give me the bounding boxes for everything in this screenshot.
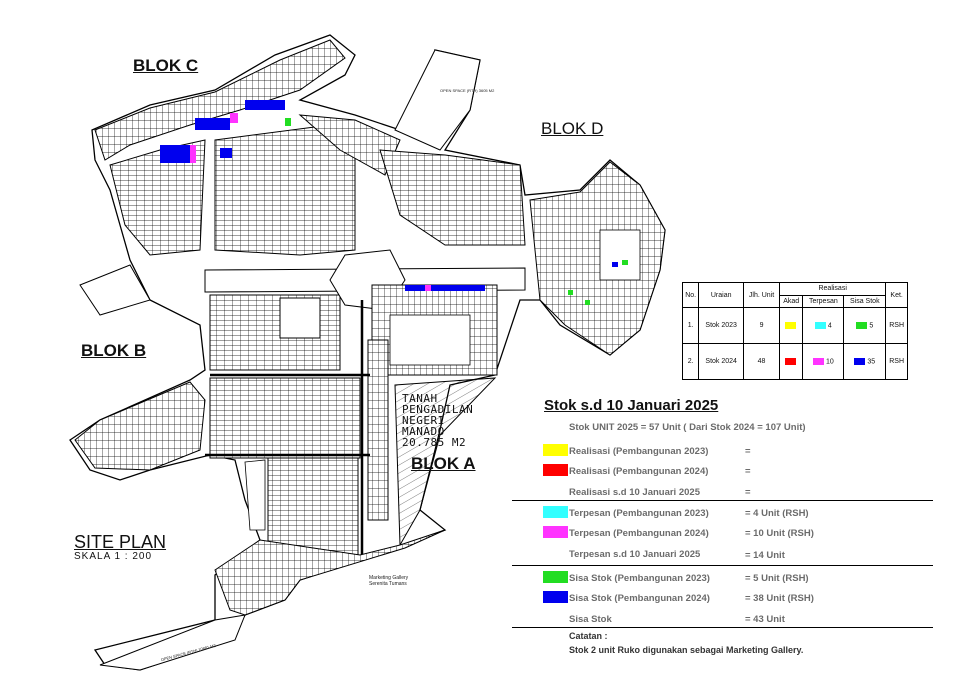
tanah-pengadilan-label: TANAH PENGADILAN NEGERI MANADO 20.785 M2 [402,393,492,448]
cell-no: 2. [681,343,700,380]
terpesan-2023-label: Terpesan (Pembangunan 2023) [569,508,709,519]
cell-uraian: Stok 2023 [698,307,744,344]
site-plan-scale: SKALA 1 : 200 [74,551,153,562]
realisasi-2024-value: = [745,466,751,477]
label-blok-a: BLOK A [411,454,476,473]
stok-unit-text: Stok UNIT 2025 = 57 Unit ( Dari Stok 202… [569,422,806,433]
tanah-line: MANADO [402,425,445,438]
cyan-swatch [543,506,568,518]
yellow-swatch [784,321,796,329]
col-uraian: Uraian [698,282,744,308]
col-ket: Ket. [885,282,908,308]
divider [512,565,933,566]
sisa-2024-label: Sisa Stok (Pembangunan 2024) [569,593,710,604]
terpesan-value: 10 [825,358,834,366]
col-sisa: Sisa Stok [843,294,887,308]
open-space-top-label: OPEN SPACE (RTH) 3605 M2 [440,88,495,93]
cell-jml: 9 [742,307,781,344]
terpesan-2023-value: = 4 Unit (RSH) [745,508,809,519]
stock-summary-title: Stok s.d 10 Januari 2025 [544,397,719,414]
catatan-text: Stok 2 unit Ruko digunakan sebagai Marke… [569,645,804,655]
terpesan-total-label: Terpesan s.d 10 Januari 2025 [569,549,701,560]
yellow-swatch [543,444,568,456]
label-blok-c: BLOK C [133,56,199,75]
realisasi-total-value: = [745,487,751,498]
realisasi-2023-label: Realisasi (Pembangunan 2023) [569,446,709,457]
magenta-swatch [812,357,824,365]
blue-swatch [543,591,568,603]
cell-terpesan: 10 [802,343,845,380]
catatan-label: Catatan : [569,631,608,641]
realisasi-2024-label: Realisasi (Pembangunan 2024) [569,466,709,477]
tanah-line: TANAH [402,392,438,405]
cell-uraian: Stok 2024 [698,343,744,380]
green-swatch [856,321,868,329]
terpesan-2024-value: = 10 Unit (RSH) [745,528,814,539]
divider [512,627,933,628]
terpesan-total-value: = 14 Unit [745,550,785,561]
green-swatch [543,571,568,583]
cell-ket: RSH [885,343,908,380]
cell-no: 1. [681,307,700,344]
divider [512,500,933,501]
realisasi-2023-value: = [745,446,751,457]
stock-legend-table: No. Uraian Jlh. Unit Realisasi Ket. Akad… [681,282,908,380]
col-jml: Jlh. Unit [742,282,781,308]
table-row: 2. Stok 2024 48 10 35 RSH [681,343,908,380]
site-plan-title: SITE PLAN [74,532,167,552]
blok-c-lots [94,39,401,256]
realisasi-total-label: Realisasi s.d 10 Januari 2025 [569,487,700,498]
col-terpesan: Terpesan [802,294,845,308]
col-realisasi: Realisasi [779,282,887,296]
cell-akad [779,343,804,380]
blok-a-lots [99,457,446,671]
sisa-value: 5 [869,322,874,330]
blok-d-lots [379,149,666,356]
blok-b-lots [74,264,206,471]
marketing-line: Serenita Tumans [369,581,407,587]
sisa-2024-value: = 38 Unit (RSH) [745,593,814,604]
cell-ket: RSH [885,307,908,344]
sisa-2023-label: Sisa Stok (Pembangunan 2023) [569,573,710,584]
tanah-line: NEGERI [402,414,445,427]
cell-sisa: 5 [843,307,887,344]
red-swatch [784,357,796,365]
label-blok-b: BLOK B [81,341,147,360]
magenta-swatch [543,526,568,538]
marketing-line: Marketing Gallery [369,575,409,581]
terpesan-2024-label: Terpesan (Pembangunan 2024) [569,528,709,539]
table-row: 1. Stok 2023 9 4 5 RSH [681,307,908,344]
central-area-lots [204,249,526,560]
marketing-gallery-label: Marketing Gallery Serenita Tumans [369,575,408,587]
label-blok-d: BLOK D [541,119,604,138]
cell-jml: 48 [742,343,781,380]
cell-sisa: 35 [843,343,887,380]
tanah-line: PENGADILAN [402,403,474,416]
red-swatch [543,464,568,476]
col-akad: Akad [779,294,804,308]
tanah-pengadilan-area [394,377,497,547]
terpesan-value: 4 [827,322,832,330]
tanah-line: 20.785 M2 [402,436,467,449]
cyan-swatch [814,321,826,329]
col-no: No. [681,282,700,308]
blue-swatch [854,357,866,365]
sisa-total-label: Sisa Stok [569,614,612,625]
cell-terpesan: 4 [802,307,845,344]
sisa-2023-value: = 5 Unit (RSH) [745,573,809,584]
sisa-total-value: = 43 Unit [745,614,785,625]
cell-akad [779,307,804,344]
sisa-value: 35 [867,358,876,366]
